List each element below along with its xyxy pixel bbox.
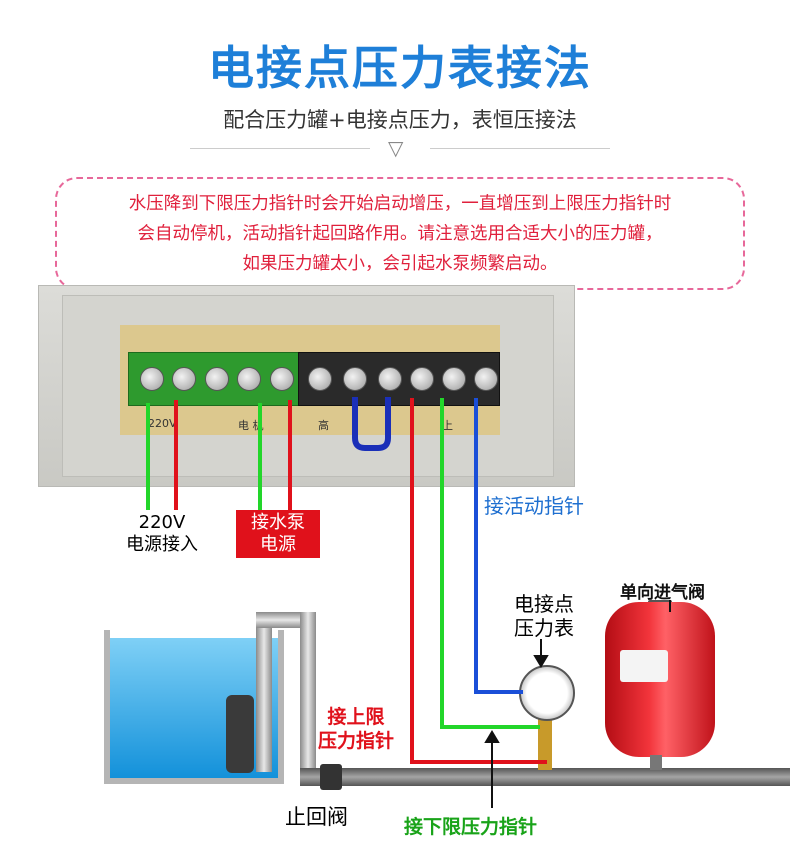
board-print-voltage: 220V — [148, 417, 177, 430]
label-gauge: 电接点 压力表 — [502, 592, 586, 640]
label-active-pointer: 接活动指针 — [484, 494, 584, 518]
page-title: 电接点压力表接法 — [208, 41, 592, 95]
wire-lower-limit — [440, 398, 540, 729]
check-valve — [320, 764, 342, 790]
terminal-screw — [172, 367, 196, 391]
label-pump-power-line1: 接水泵 — [251, 512, 305, 533]
tank-pipe — [650, 755, 662, 770]
label-lower-limit: 接下限压力指针 — [404, 816, 538, 838]
label-air-valve: 单向进气阀 — [620, 583, 705, 603]
label-upper-limit-line2: 压力指针 — [318, 730, 395, 752]
divider-left — [190, 148, 370, 149]
arrow-head — [533, 655, 549, 668]
notice-line-2: 会自动停机，活动指针起回路作用。请注意选用合适大小的压力罐， — [137, 224, 663, 244]
tank-bottom — [104, 778, 284, 784]
notice-line-3: 如果压力罐太小，会引起水泵频繁启动。 — [242, 254, 558, 274]
terminal-screw — [378, 367, 402, 391]
tank-wall — [104, 630, 110, 784]
wire-upper-limit — [410, 398, 547, 764]
chevron-down-icon: ▽ — [388, 136, 404, 160]
tank-label — [620, 650, 668, 682]
label-power-in: 220V 电源接入 — [112, 512, 212, 556]
divider-right — [430, 148, 610, 149]
terminal-screw — [237, 367, 261, 391]
gauge-stem — [538, 715, 552, 770]
main-pipe — [300, 768, 790, 786]
tank-wall — [278, 630, 284, 784]
label-power-in-line2: 电源接入 — [126, 534, 198, 555]
submersible-pump — [226, 695, 254, 773]
terminal-screw — [410, 367, 434, 391]
label-gauge-line2: 压力表 — [514, 616, 574, 640]
label-gauge-line1: 电接点 — [514, 592, 574, 616]
terminal-screw — [140, 367, 164, 391]
terminal-screw — [270, 367, 294, 391]
label-pump-power-line2: 电源 — [260, 534, 296, 555]
label-check-valve: 止回阀 — [285, 805, 348, 829]
notice-line-1: 水压降到下限压力指针时会开始启动增压，一直增压到上限压力指针时 — [128, 194, 672, 214]
board-print-motor: 电 机 — [238, 419, 264, 432]
wire-jumper-blue — [352, 397, 391, 451]
terminal-screw — [308, 367, 332, 391]
pipe — [300, 612, 316, 782]
pipe — [256, 612, 272, 772]
arrow-head — [484, 730, 500, 743]
page-subtitle: 配合压力罐+电接点压力，表恒压接法 — [223, 108, 577, 132]
terminal-screw — [442, 367, 466, 391]
label-power-in-line1: 220V — [138, 512, 186, 533]
label-pump-power: 接水泵 电源 — [236, 510, 320, 558]
board-print-high: 高 — [318, 419, 329, 432]
terminal-screw — [343, 367, 367, 391]
label-upper-limit-line1: 接上限 — [327, 706, 385, 728]
terminal-screw — [205, 367, 229, 391]
pressure-gauge — [519, 665, 575, 721]
board-print-up: 上 — [442, 419, 453, 432]
label-upper-limit: 接上限 压力指针 — [318, 705, 394, 753]
terminal-screw — [474, 367, 498, 391]
notice-box: 水压降到下限压力指针时会开始启动增压，一直增压到上限压力指针时 会自动停机，活动… — [55, 177, 745, 290]
wire-active-pointer — [474, 398, 523, 694]
